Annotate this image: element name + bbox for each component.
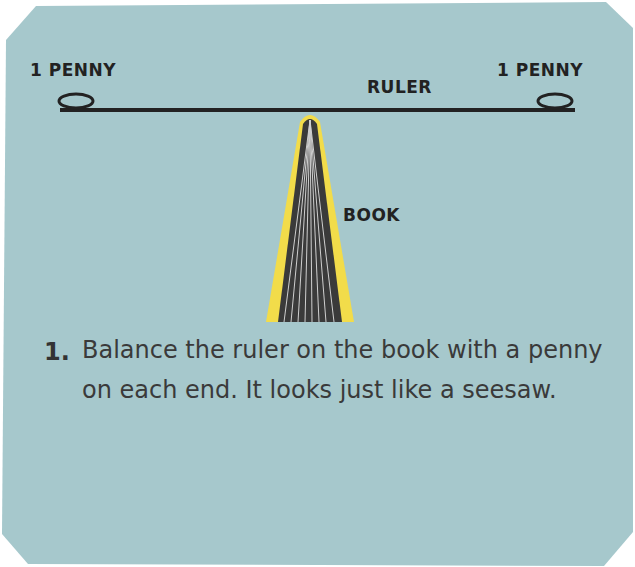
part-label: 1 PENNY: [497, 60, 583, 80]
part-label: 1 PENNY: [30, 60, 116, 80]
book-pages: [278, 119, 342, 322]
step-text: Balance the ruler on the book with a pen…: [82, 330, 622, 410]
ruler-line: [60, 108, 575, 112]
book-cover: [266, 115, 354, 322]
part-label: BOOK: [343, 205, 400, 225]
part-label: RULER: [367, 77, 432, 97]
penny-left: [59, 94, 93, 108]
penny-right: [538, 94, 572, 108]
page-lines: [284, 120, 334, 322]
step-number: 1.: [44, 338, 70, 366]
